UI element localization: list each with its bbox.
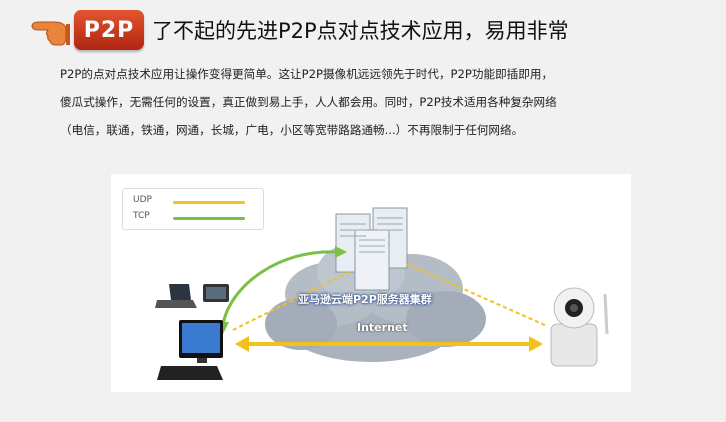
arrow-right-icon [529, 336, 543, 352]
description-line: 傻瓜式操作，无需任何的设置，真正做到易上手，人人都会用。同时，P2P技术适用各种… [60, 95, 557, 109]
description-paragraph: P2P的点对点技术应用让操作变得更简单。这让P2P摄像机远远领先于时代，P2P功… [60, 60, 720, 144]
laptop-icon [155, 284, 197, 308]
udp-link-pc [232, 271, 350, 331]
p2p-network-diagram: UDP TCP 亚马逊云端P2P服务器集群 Internet [111, 174, 631, 392]
arrow-left-icon [235, 336, 249, 352]
p2p-badge: P2P [74, 10, 144, 50]
server-cluster-label: 亚马逊云端P2P服务器集群 [298, 293, 432, 306]
tablet-icon [203, 284, 229, 302]
legend-label-udp: UDP [133, 195, 152, 205]
tcp-connection-arrow [221, 250, 338, 325]
udp-link-camera [406, 263, 548, 327]
pointing-hand-icon [31, 21, 70, 46]
legend-label-tcp: TCP [133, 211, 150, 221]
tcp-arrow-head-icon [335, 246, 347, 258]
page-title: 了不起的先进P2P点对点技术应用，易用非常 [152, 19, 569, 43]
ip-camera-icon [550, 287, 609, 367]
legend-swatch-udp [173, 201, 245, 204]
network-diagram-graphic [155, 207, 609, 380]
desktop-computer-icon [157, 320, 223, 380]
header: P2P 了不起的先进P2P点对点技术应用，易用非常 [26, 8, 569, 52]
internet-label: Internet [357, 321, 408, 334]
description-line: P2P的点对点技术应用让操作变得更简单。这让P2P摄像机远远领先于时代，P2P功… [60, 67, 554, 81]
legend-swatch-tcp [173, 217, 245, 220]
description-line: （电信，联通，铁通，网通，长城，广电，小区等宽带路路通畅...）不再限制于任何网… [60, 123, 524, 137]
diagram-legend: UDP TCP [122, 188, 264, 230]
server-cluster-icon [335, 207, 408, 291]
